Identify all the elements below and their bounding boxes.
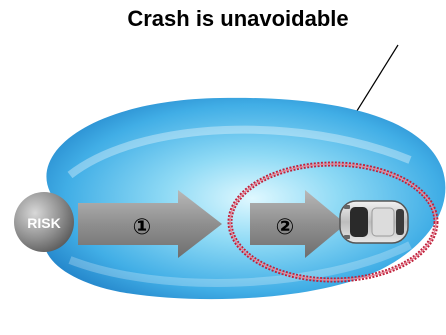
risk-label: RISK bbox=[27, 215, 60, 231]
stage-arrow-2-label: ② bbox=[276, 215, 295, 240]
car-icon bbox=[340, 201, 408, 243]
stage-arrow-1-label: ① bbox=[133, 215, 152, 240]
